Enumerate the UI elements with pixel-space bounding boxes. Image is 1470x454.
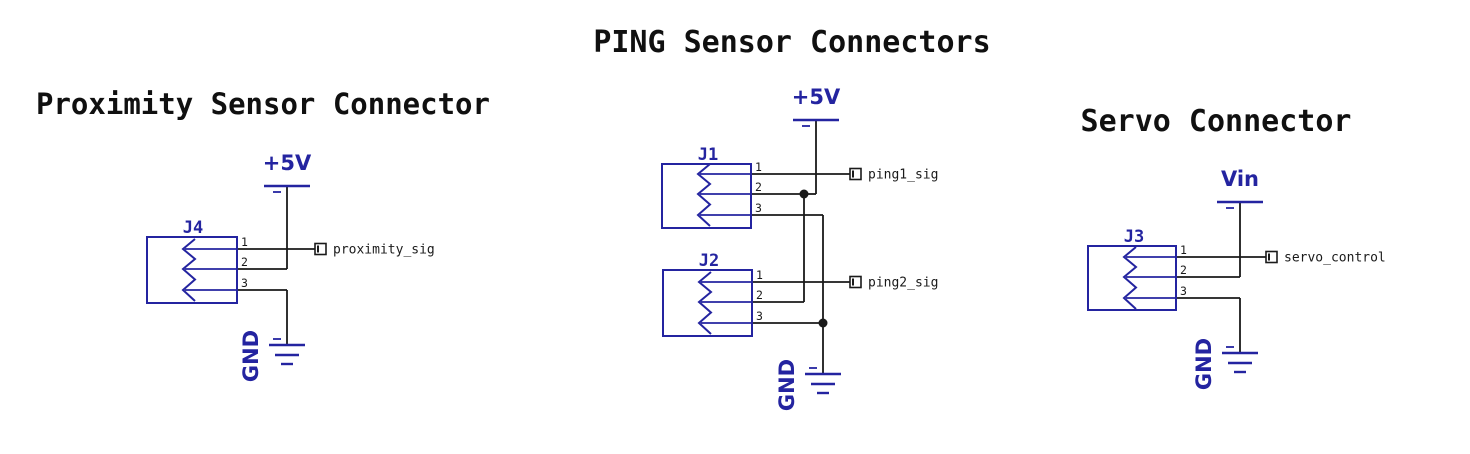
power-net-label: +5V xyxy=(792,85,841,109)
refdes-label-J1: J1 xyxy=(698,145,718,165)
junction-dot xyxy=(799,189,809,199)
refdes-label-J3: J3 xyxy=(1124,227,1144,247)
connector-contacts-J1 xyxy=(696,163,712,227)
net-flag-box xyxy=(1265,250,1278,264)
net-flag-box xyxy=(314,242,327,256)
ping-section-title: PING Sensor Connectors xyxy=(593,25,991,60)
pin-number-label: 2 xyxy=(241,255,248,269)
connector-body-J4 xyxy=(146,236,238,304)
connector-body-J1 xyxy=(661,163,752,229)
connector-contacts-J3 xyxy=(1122,246,1138,310)
pin-number-label: 3 xyxy=(756,309,763,323)
pin-number-label: 1 xyxy=(756,268,763,282)
pin-number-label: 1 xyxy=(755,160,762,174)
connector-body-J2 xyxy=(662,269,753,337)
net-name-label: ping2_sig xyxy=(868,276,938,291)
power-net-label: Vin xyxy=(1221,167,1259,191)
net-flag-box xyxy=(849,275,862,289)
net-name-label: ping1_sig xyxy=(868,168,938,183)
pin-number-label: 2 xyxy=(1180,263,1187,277)
servo-section-title: Servo Connector xyxy=(1080,104,1352,139)
pin-number-label: 2 xyxy=(756,288,763,302)
pin-number-label: 2 xyxy=(755,180,762,194)
connector-body-J3 xyxy=(1087,245,1177,311)
pin-number-label: 1 xyxy=(241,235,248,249)
net-flag-box xyxy=(849,167,862,181)
power-net-label: +5V xyxy=(263,151,312,175)
proximity-section-title: Proximity Sensor Connector xyxy=(36,87,490,121)
pin-number-label: 1 xyxy=(1180,243,1187,257)
junction-dot xyxy=(818,318,828,328)
refdes-label-J4: J4 xyxy=(183,218,203,238)
connector-contacts-J4 xyxy=(181,238,197,302)
net-name-label: servo_control xyxy=(1284,251,1386,266)
pin-number-label: 3 xyxy=(1180,284,1187,298)
connector-contacts-J2 xyxy=(697,271,713,335)
ground-net-label: GND xyxy=(1192,338,1216,390)
pin-number-label: 3 xyxy=(241,276,248,290)
refdes-label-J2: J2 xyxy=(699,251,719,271)
pin-number-label: 3 xyxy=(755,201,762,215)
ground-net-label: GND xyxy=(239,330,263,382)
net-name-label: proximity_sig xyxy=(333,243,435,258)
ground-net-label: GND xyxy=(775,359,799,411)
